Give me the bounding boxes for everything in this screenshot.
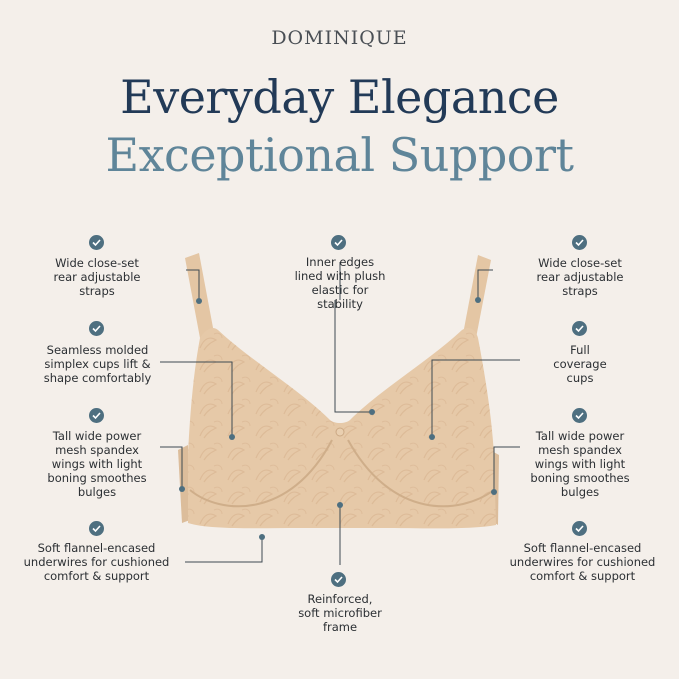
- brand-logo: DOMINIQUE: [271, 27, 408, 49]
- callout-left-wings: Tall wide power mesh spandex wings with …: [47, 429, 147, 499]
- check-icon: [331, 572, 346, 587]
- left-wing: [178, 445, 190, 523]
- callout-left-underwire: Soft flannel-encased underwires for cush…: [23, 541, 170, 583]
- check-icon: [572, 408, 587, 423]
- callout-right-straps: Wide close-set rear adjustable straps: [536, 256, 624, 298]
- check-icon: [331, 235, 346, 250]
- callout-right-cups: Full coverage cups: [553, 343, 607, 385]
- callout-left-cups: Seamless molded simplex cups lift & shap…: [43, 343, 152, 385]
- callout-center-edges: Inner edges lined with plush elastic for…: [294, 255, 386, 311]
- headline-line-1: Everyday Elegance: [120, 70, 559, 124]
- check-icon: [572, 235, 587, 250]
- check-icon: [89, 321, 104, 336]
- check-icon: [89, 235, 104, 250]
- right-strap: [463, 255, 491, 338]
- callout-left-straps: Wide close-set rear adjustable straps: [53, 256, 141, 298]
- check-icon: [89, 408, 104, 423]
- headline-line-2: Exceptional Support: [105, 128, 574, 182]
- check-icon: [572, 521, 587, 536]
- center-bow: [335, 427, 345, 437]
- callout-center-frame: Reinforced, soft microfiber frame: [298, 592, 382, 634]
- check-icon: [572, 321, 587, 336]
- callout-right-underwire: Soft flannel-encased underwires for cush…: [509, 541, 656, 583]
- callout-right-wings: Tall wide power mesh spandex wings with …: [530, 429, 630, 499]
- check-icon: [89, 521, 104, 536]
